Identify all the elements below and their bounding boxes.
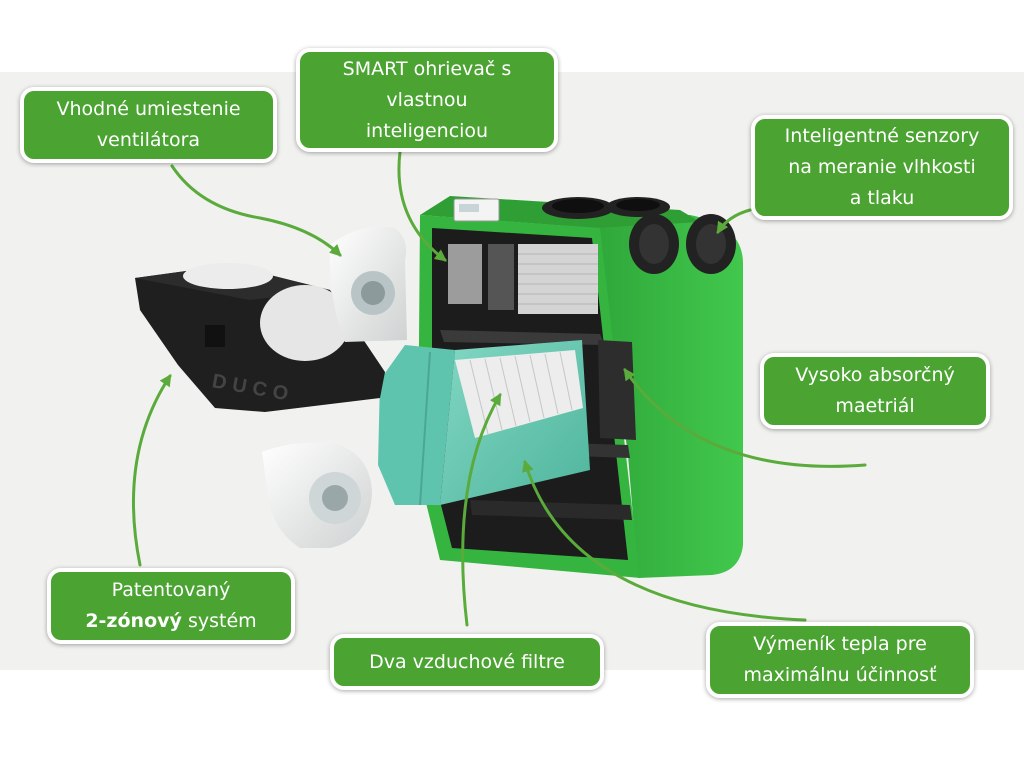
housing-window (260, 285, 350, 361)
absorbent-material (598, 340, 636, 440)
heat-exchanger (378, 340, 590, 506)
callout-smart-heater: SMART ohrievač s vlastnou inteligenciou (296, 48, 558, 152)
fan-housing: DUCO (135, 263, 385, 412)
callout-absorbent-material: Vysoko absorčný maetriál (760, 353, 990, 429)
callout-sensors: Inteligentné senzory na meranie vlhkosti… (751, 115, 1013, 220)
arrow-zone (132, 373, 172, 567)
arrow-filters (461, 392, 502, 627)
upper-fan (329, 226, 407, 342)
lower-fan (262, 442, 372, 548)
arrow-heater (397, 150, 447, 262)
callout-zone-system: Patentovaný 2-zónový systém (47, 568, 295, 644)
exchanger-filter (455, 350, 583, 438)
arrow-fan (170, 164, 342, 257)
upper-filter (518, 244, 598, 314)
arrow-material (623, 368, 867, 468)
callout-arrows (132, 150, 867, 627)
arrow-sensors (716, 208, 752, 235)
heater-block (448, 244, 482, 304)
arrow-exchanger (522, 459, 807, 622)
callout-heat-exchanger: Výmeník tepla pre maximálnu účinnosť (706, 622, 974, 698)
unit-green-side (595, 213, 743, 578)
callout-air-filters: Dva vzduchové filtre (330, 634, 604, 690)
callout-fan-placement: Vhodné umiestenie ventilátora (20, 87, 277, 163)
housing-opening (183, 263, 273, 289)
